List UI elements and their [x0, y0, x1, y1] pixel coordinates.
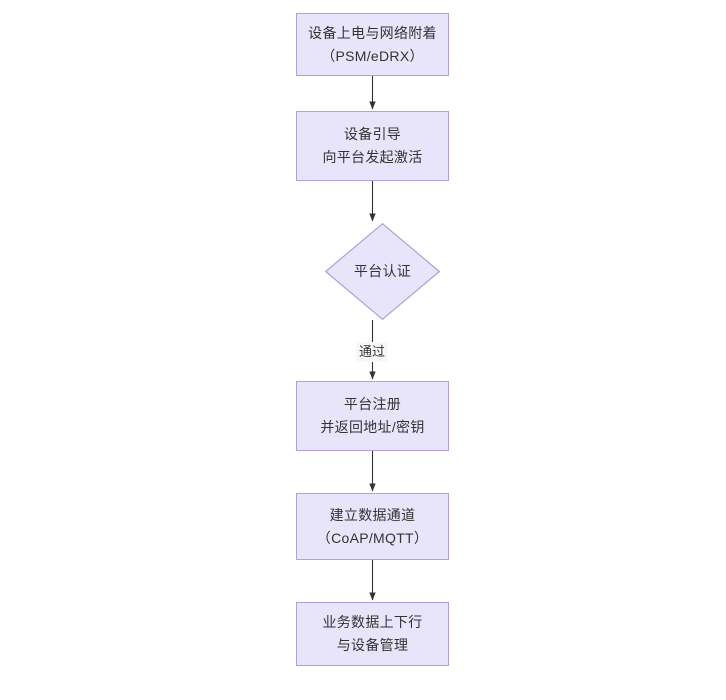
node-bootstrap[interactable]: 设备引导 向平台发起激活 [296, 111, 449, 181]
node-data-channel-line-1: 建立数据通道 [329, 506, 416, 523]
node-platform-auth[interactable]: 平台认证 [325, 223, 440, 320]
node-power-on-line-1: 设备上电与网络附着 [308, 24, 437, 41]
node-platform-register-line-2: 并返回地址/密钥 [320, 419, 425, 435]
node-service-data[interactable]: 业务数据上下行 与设备管理 [296, 602, 449, 666]
node-platform-register[interactable]: 平台注册 并返回地址/密钥 [296, 381, 449, 451]
node-bootstrap-line-2: 向平台发起激活 [322, 149, 423, 165]
node-data-channel[interactable]: 建立数据通道 （CoAP/MQTT） [296, 493, 449, 560]
node-platform-register-line-1: 平台注册 [343, 396, 402, 412]
diamond-shape-icon [325, 223, 440, 320]
node-bootstrap-line-1: 设备引导 [343, 126, 402, 142]
node-power-on-line-2: （PSM/eDRX） [321, 47, 424, 64]
node-platform-auth-label: 平台认证 [353, 263, 412, 279]
node-power-on[interactable]: 设备上电与网络附着 （PSM/eDRX） [296, 13, 449, 76]
node-service-data-line-1: 业务数据上下行 [322, 614, 423, 630]
edge-label-pass: 通过 [355, 342, 389, 362]
node-service-data-line-2: 与设备管理 [336, 637, 409, 653]
node-data-channel-line-2: （CoAP/MQTT） [316, 529, 429, 546]
